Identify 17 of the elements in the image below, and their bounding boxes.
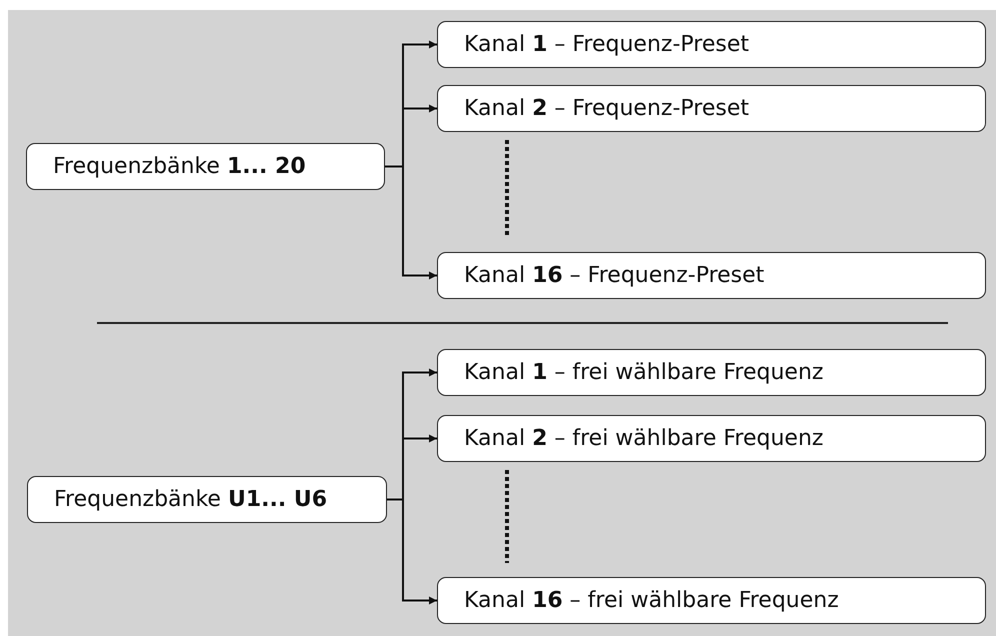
arrow xyxy=(387,498,437,604)
box-label: Frequenzbänke 1... 20 xyxy=(52,154,306,179)
box-label: Kanal 1 – frei wählbare Frequenz xyxy=(463,360,824,385)
box-label: Frequenzbänke U1... U6 xyxy=(53,487,328,512)
box-label: Kanal 2 – frei wählbare Frequenz xyxy=(463,426,824,451)
label-box xyxy=(437,577,986,624)
box-label: Kanal 2 – Frequenz-Preset xyxy=(463,96,749,121)
label-box xyxy=(437,85,986,132)
box-label: Kanal 16 – Frequenz-Preset xyxy=(463,263,764,288)
box-label: Kanal 16 – frei wählbare Frequenz xyxy=(463,588,839,613)
label-box xyxy=(437,252,986,299)
label-box xyxy=(437,349,986,396)
label-box xyxy=(27,476,387,523)
label-box xyxy=(437,21,986,68)
label-box xyxy=(26,143,385,190)
label-box xyxy=(437,415,986,462)
box-label: Kanal 1 – Frequenz-Preset xyxy=(463,32,749,57)
